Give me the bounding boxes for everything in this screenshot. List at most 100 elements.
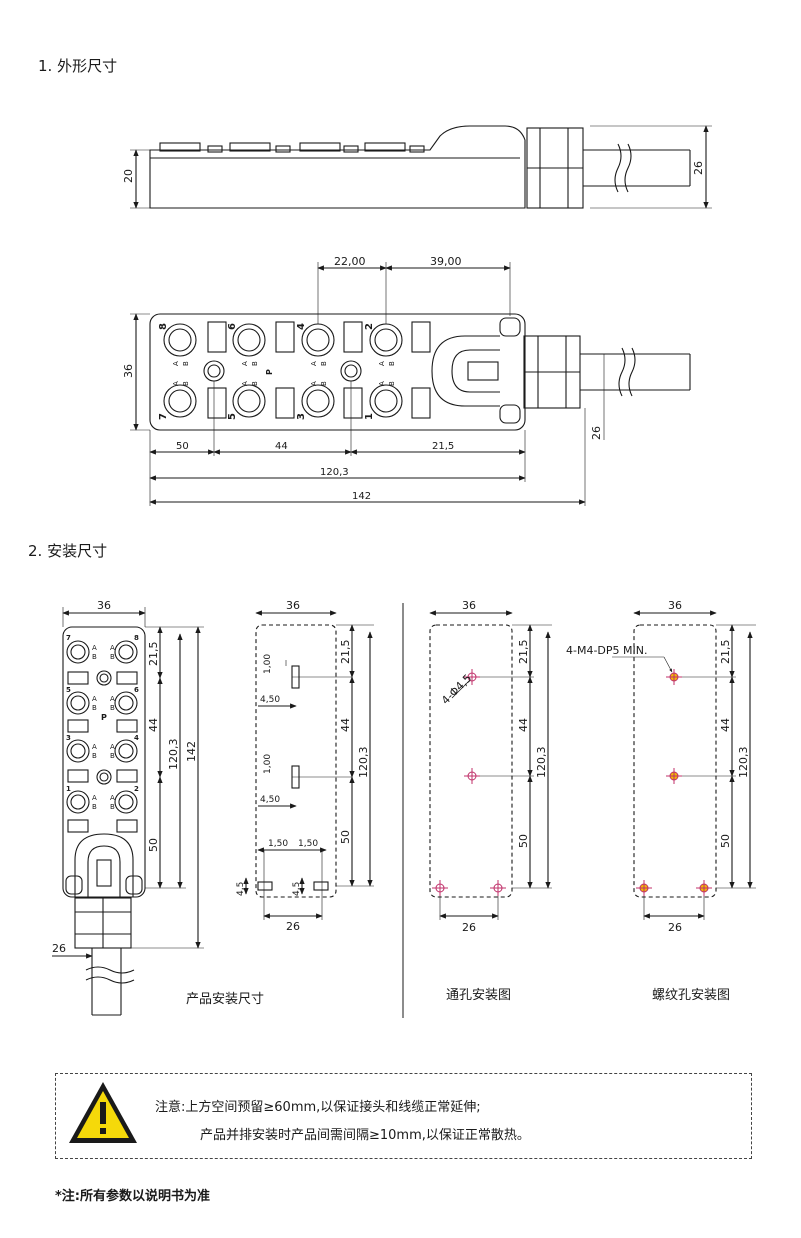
power-label: P [101,713,107,722]
side-view [130,125,712,209]
install-detail-view [243,610,374,920]
top-dim-120-3: 120,3 [320,467,349,478]
caption-threaded-hole: 螺纹孔安装图 [652,988,731,1003]
port-number: 2 [364,323,375,330]
pin-label: B [182,381,190,386]
product-dim-21-5: 21,5 [147,642,160,667]
threaded-hole-view [612,610,756,920]
pin-label: B [320,361,328,366]
detail-dim-foot-r: 1,50 [298,839,318,849]
power-label: P [265,369,274,375]
section2-title: 2. 安装尺寸 [28,542,108,560]
product-port-number: 7 [66,634,71,642]
top-dim-21-5: 21,5 [432,441,454,452]
notice-line-1: 注意:上方空间预留≥60mm,以保证接头和线缆正常延伸; [155,1100,481,1115]
through-hole-view [429,610,552,920]
top-dim-39: 39,00 [430,255,462,268]
detail-dim-slot-h-2: 1,00 [263,754,273,774]
pin-label: B [92,752,97,760]
pin-label: A [110,743,115,751]
port-number: 8 [158,323,169,330]
product-port-number: 5 [66,686,71,694]
pin-label: A [172,361,180,366]
port-number: 3 [296,413,307,420]
detail-dim-50: 50 [339,830,352,844]
product-dim-50: 50 [147,838,160,852]
detail-dim-36: 36 [286,599,300,612]
pin-label: B [110,653,115,661]
top-dim-50: 50 [176,441,189,452]
pin-label: A [310,381,318,386]
notice-line-2: 产品并排安装时产品间需间隔≥10mm,以保证正常散热。 [200,1128,530,1143]
detail-dim-slot-w-2: 4,50 [260,795,280,805]
top-dim-142: 142 [352,491,371,502]
pin-label: B [388,361,396,366]
caption-through-hole: 通孔安装图 [446,988,512,1003]
product-dim-142: 142 [185,741,198,762]
threaded-dim-50: 50 [719,834,732,848]
pin-label: B [92,653,97,661]
top-dim-44: 44 [275,441,288,452]
detail-dim-26: 26 [286,920,300,933]
detail-dim-foot-h-l: 4,5 [236,882,246,896]
port-number: 5 [227,413,238,420]
pin-label: B [92,803,97,811]
detail-dim-slot-w: 4,50 [260,695,280,705]
warning-icon [69,1082,137,1143]
pin-label: A [92,644,97,652]
threaded-dim-21-5: 21,5 [719,640,732,665]
through-hole-label: 4-Φ4,5 [439,672,474,707]
threaded-dim-26: 26 [668,921,682,934]
pin-label: A [310,361,318,366]
through-dim-36: 36 [462,599,476,612]
product-dim-44: 44 [147,718,160,732]
pin-label: B [110,803,115,811]
through-dim-120-3: 120,3 [535,747,548,779]
pin-label: B [110,704,115,712]
caption-product-install: 产品安装尺寸 [186,992,265,1007]
pin-label: A [110,794,115,802]
pin-label: A [378,381,386,386]
pin-label: A [110,695,115,703]
top-dim-36: 36 [122,364,135,378]
pin-label: A [378,361,386,366]
port-number: 1 [364,413,375,420]
side-dim-cable: 26 [692,161,705,175]
product-port-number: 4 [134,734,139,742]
notice-box [55,1073,752,1159]
pin-label: A [92,743,97,751]
pin-label: B [388,381,396,386]
threaded-dim-44: 44 [719,718,732,732]
product-port-number: 6 [134,686,139,694]
detail-dim-120-3: 120,3 [357,747,370,779]
through-dim-26: 26 [462,921,476,934]
top-dim-22: 22,00 [334,255,366,268]
pin-label: B [251,361,259,366]
threaded-dim-120-3: 120,3 [737,747,750,779]
footnote: *注:所有参数以说明书为准 [55,1189,210,1204]
through-hole-marks [432,669,506,896]
product-port-number: 2 [134,785,139,793]
side-dim-height: 20 [122,169,135,183]
pin-label: B [320,381,328,386]
detail-dim-21-5: 21,5 [339,640,352,665]
detail-dim-44: 44 [339,718,352,732]
pin-label: A [172,381,180,386]
detail-dim-foot-l: 1,50 [268,839,288,849]
pin-label: A [241,381,249,386]
product-dim-26: 26 [52,942,66,955]
through-dim-50: 50 [517,834,530,848]
product-dim-120-3: 120,3 [167,739,180,771]
port-number: 6 [227,323,238,330]
pin-label: A [92,695,97,703]
pin-label: A [92,794,97,802]
product-port-number: 8 [134,634,139,642]
pin-label: B [182,361,190,366]
detail-dim-foot-h-r: 4,5 [292,882,302,896]
through-dim-44: 44 [517,718,530,732]
threaded-hole-marks [636,669,712,896]
threaded-hole-label: 4-M4-DP5 MIN. [566,644,648,657]
detail-dim-slot-h: 1,00 [263,654,273,674]
pin-label: A [110,644,115,652]
top-view [130,262,691,506]
